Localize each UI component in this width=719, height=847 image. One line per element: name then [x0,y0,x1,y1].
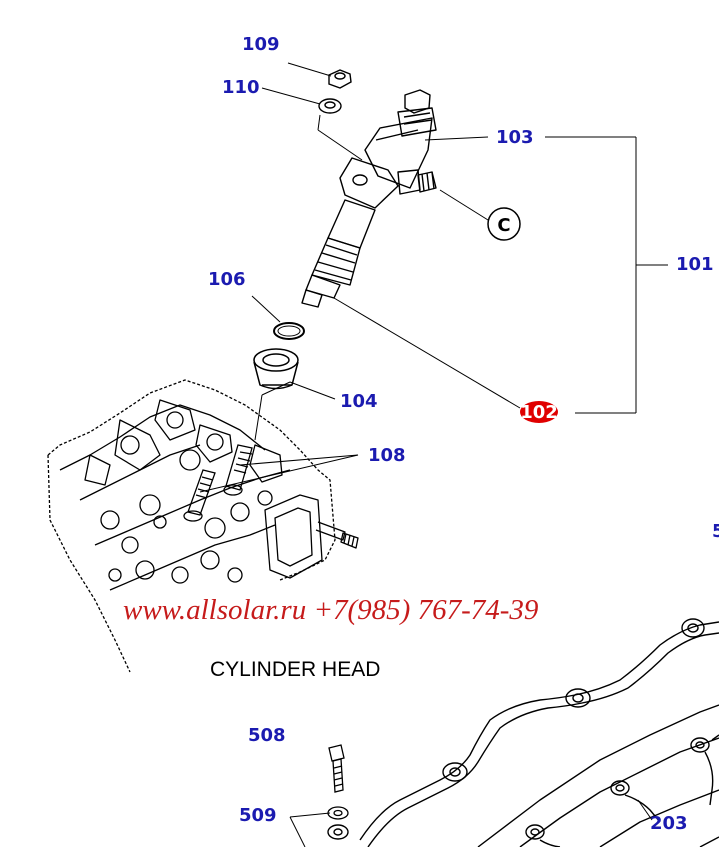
callout-109: 109 [242,34,280,55]
callout-108: 108 [368,445,406,466]
injector-assembly [301,89,437,308]
o-ring-part [273,322,305,340]
callout-110: 110 [222,77,260,98]
callout-106: 106 [208,269,246,290]
callout-102: 102 [520,402,558,423]
leader-lines [199,62,668,847]
section-title: CYLINDER HEAD [210,658,380,681]
callout-103: 103 [496,127,534,148]
callout-509: 509 [239,805,277,826]
stud-bolt-pair [183,444,253,522]
cylinder-head-drawing [47,379,359,673]
bolt-part [328,744,345,793]
washer-part [318,98,342,114]
callout-102-badge [520,401,558,423]
highlighted-callout-102[interactable]: 102 [520,401,558,423]
seal-part [253,348,299,390]
callout-101: 101 [676,254,714,275]
callout-203: 203 [650,813,688,834]
washer-part-509 [327,806,349,820]
callout-5-partial: 5 [712,521,719,542]
fuel-leak-off-pipe [327,618,719,847]
engine-block-drawing [477,704,719,847]
watermark-text: www.allsolar.ru +7(985) 767-74-39 [123,594,539,626]
circled-reference-letter: C [497,215,510,236]
callout-labels: 109 110 103 101 106 104 108 508 509 203 … [208,34,719,834]
nut-part [328,69,352,89]
circled-reference: C [487,207,521,241]
callout-104: 104 [340,391,378,412]
callout-508: 508 [248,725,286,746]
